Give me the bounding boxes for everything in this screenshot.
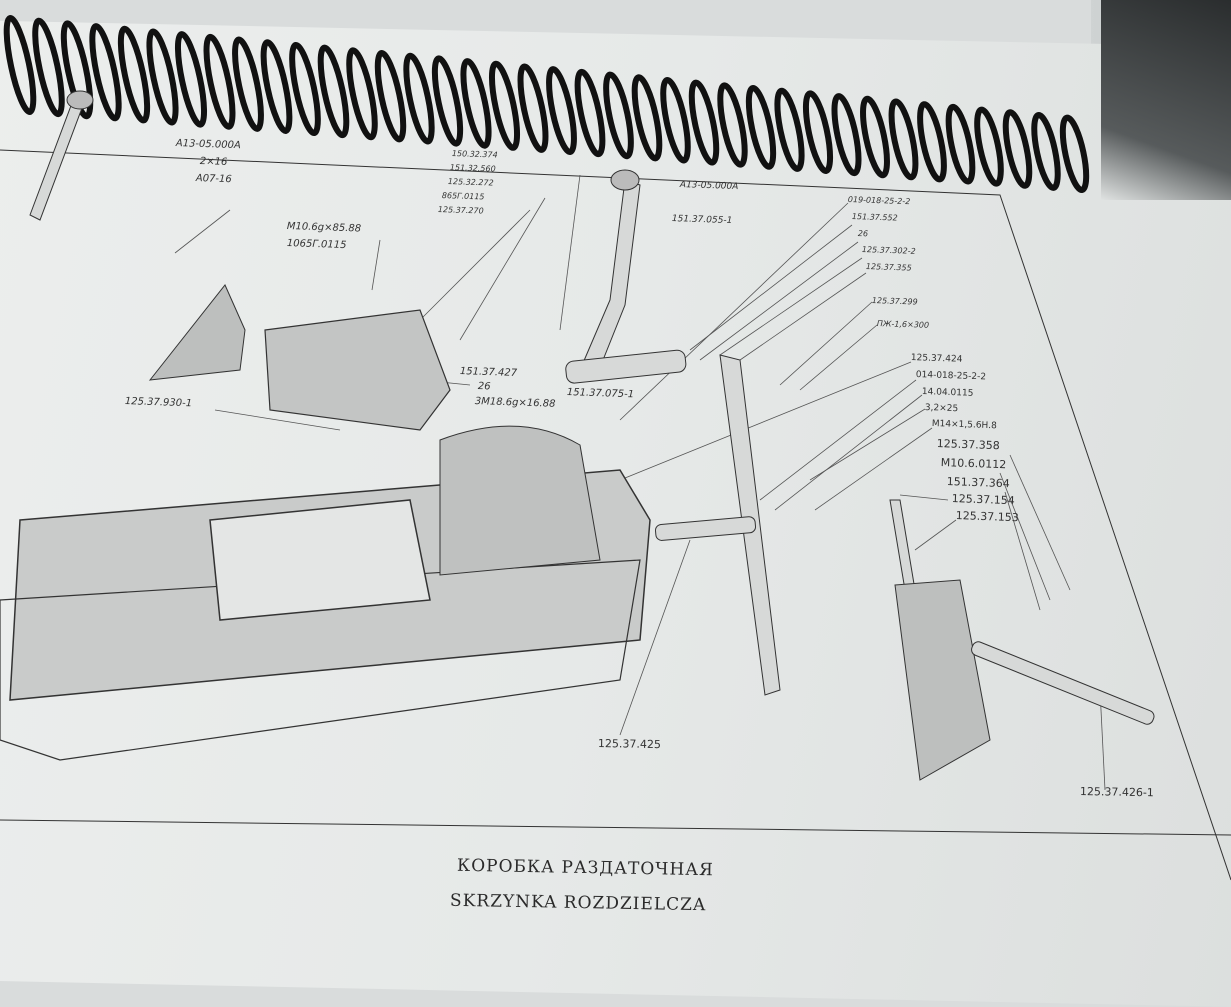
binding-coil: [32, 17, 65, 118]
binding-coil: [403, 52, 435, 145]
part-label: А07-16: [195, 173, 232, 186]
binding-coil: [974, 106, 1004, 187]
binding-coil: [774, 87, 805, 172]
part-label: 151.32.560: [449, 163, 496, 174]
part-label: 125.37.426-1: [1079, 785, 1154, 800]
binding-coil: [660, 76, 691, 164]
frame-bottom: [0, 819, 1231, 836]
binding-coil: [260, 39, 293, 134]
frame-border: [0, 149, 1231, 881]
part-label: М10.6.0112: [940, 456, 1007, 472]
part-label: 125.37.425: [597, 737, 661, 752]
exploded-parts-diagram: [0, 15, 1231, 881]
part-label: 151.37.552: [851, 212, 898, 223]
binding-coil: [688, 79, 720, 166]
cover-plate: [264, 309, 451, 431]
binding-coil: [203, 33, 236, 130]
binding-coil: [888, 98, 919, 181]
binding-coil: [631, 74, 663, 162]
part-label: 125.37.355: [865, 262, 912, 273]
binding-coil: [346, 47, 378, 141]
part-label: 150.32.374: [451, 149, 498, 160]
binding-coil: [3, 15, 37, 115]
part-label: 125.37.270: [437, 205, 484, 216]
part-label: 125.37.154: [951, 492, 1015, 508]
part-label: 14.04.0115: [921, 387, 974, 399]
part-label: 1065Г.0115: [286, 238, 347, 252]
binding-coil: [174, 31, 208, 128]
background-desk: [1101, 0, 1231, 200]
leader-lines: [174, 174, 1106, 791]
binding-coil: [574, 68, 606, 158]
binding-coil: [603, 71, 634, 160]
shift-lever: [29, 90, 1155, 781]
part-label: 125.32.272: [447, 177, 494, 188]
binding-coil: [831, 93, 862, 177]
part-label: 125.37.299: [871, 296, 918, 307]
binding-coil: [488, 60, 521, 151]
binding-coil: [89, 23, 122, 122]
part-label: 26: [857, 229, 869, 239]
part-label: 125.37.153: [955, 509, 1019, 525]
binding-coil: [745, 85, 777, 170]
binding-coil: [517, 63, 549, 153]
binding-coil: [717, 82, 748, 168]
binding-coil: [232, 36, 264, 132]
binding-coil: [460, 58, 492, 149]
part-label: 151.37.364: [946, 475, 1010, 491]
binding-coil: [431, 55, 464, 147]
part-label: 151.37.427: [459, 366, 518, 379]
binding-coil: [917, 101, 947, 183]
part-label: 865Г.0115: [441, 191, 485, 202]
transfer-case-housing: [0, 425, 651, 761]
binding-coil: [117, 25, 151, 124]
binding-coil: [317, 44, 350, 139]
part-label: 26: [477, 381, 491, 393]
binding-coil: [802, 90, 834, 174]
binding-coil: [945, 103, 976, 185]
binding-coil: [546, 66, 577, 156]
binding-coil: [1059, 114, 1090, 193]
part-label: 125.37.358: [936, 437, 1000, 453]
spiral-binding: [3, 15, 1090, 193]
binding-coil: [1002, 109, 1033, 189]
part-label: 125.37.424: [910, 353, 963, 365]
part-label: 3,2×25: [924, 403, 959, 415]
binding-coil: [860, 95, 890, 179]
binding-coil: [1031, 111, 1061, 191]
binding-coil: [146, 28, 179, 126]
binding-coil: [374, 50, 407, 143]
part-label: 2×16: [199, 156, 228, 168]
binding-coil: [60, 20, 94, 120]
binding-coil: [289, 41, 321, 137]
